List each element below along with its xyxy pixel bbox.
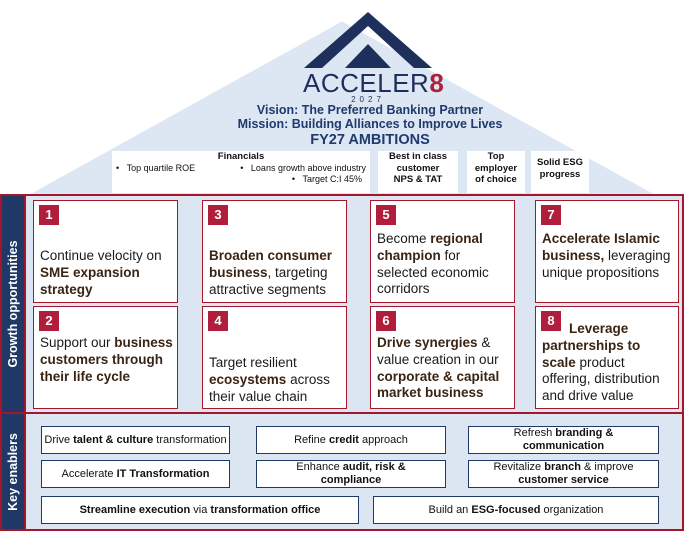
enablers-sidebar: Key enablers (0, 412, 26, 531)
logo-mark-icon (304, 12, 432, 68)
card-text: Support our business customers through t… (40, 335, 173, 384)
card-number: 7 (541, 205, 561, 225)
card-number: 3 (208, 205, 228, 225)
financials-item: • Target C:I 45% (291, 174, 362, 184)
growth-card: 1 Continue velocity on SME expansion str… (33, 200, 178, 303)
card-number: 4 (208, 311, 228, 331)
growth-sidebar: Growth opportunities (0, 194, 26, 414)
mission-text: Mission: Building Alliances to Improve L… (237, 117, 503, 131)
ambitions-title: FY27 AMBITIONS (310, 132, 430, 148)
card-text: Broaden consumer business, targeting att… (209, 248, 333, 297)
vision-mission: Vision: The Preferred Banking Partner Mi… (150, 103, 590, 131)
vision-text: Vision: The Preferred Banking Partner (256, 103, 484, 117)
enabler-box: Streamline execution via transformation … (41, 496, 359, 524)
enabler-box: Build an ESG-focused organization (373, 496, 659, 524)
enabler-box: Drive talent & culture transformation (41, 426, 230, 454)
growth-card: 6 Drive synergies & value creation in ou… (370, 306, 515, 409)
logo-year: 2027 (351, 95, 385, 104)
growth-card: 8 Leverage partnerships to scale product… (535, 306, 679, 409)
growth-card: 5 Become regional champion for selected … (370, 200, 515, 303)
card-text: Drive synergies & value creation in our … (377, 335, 500, 401)
growth-label: Growth opportunities (6, 240, 20, 368)
enabler-box: Accelerate IT Transformation (41, 460, 230, 488)
financials-item: • Loans growth above industry (240, 162, 366, 173)
growth-card: 4 Target resilient ecosystems across the… (202, 306, 347, 409)
enabler-box: Enhance audit, risk & compliance (256, 460, 446, 488)
ambition-financials: Financials • Top quartile ROE • Loans gr… (112, 151, 370, 193)
growth-card: 2 Support our business customers through… (33, 306, 178, 409)
logo-wordmark: ACCELER8 (303, 68, 445, 98)
growth-card: 3 Broaden consumer business, targeting a… (202, 200, 347, 303)
card-number: 1 (39, 205, 59, 225)
financials-item: • Top quartile ROE (116, 162, 196, 173)
enabler-box: Refresh branding & communication (468, 426, 659, 454)
card-text: Target resilient ecosystems across their… (209, 355, 330, 404)
enabler-box: Refine credit approach (256, 426, 446, 454)
enablers-label: Key enablers (6, 432, 20, 511)
card-text: Continue velocity on SME expansion strat… (40, 248, 162, 297)
financials-title: Financials (217, 151, 265, 162)
card-text: Leverage partnerships to scale product o… (542, 321, 660, 404)
card-text: Become regional champion for selected ec… (377, 231, 489, 297)
card-number: 8 (541, 311, 561, 331)
growth-card: 7 Accelerate Islamic business, leveragin… (535, 200, 679, 303)
card-number: 5 (376, 205, 396, 225)
card-number: 6 (376, 311, 396, 331)
card-text: Accelerate Islamic business, leveraging … (542, 231, 671, 280)
enabler-box: Revitalize branch & improve customer ser… (468, 460, 659, 488)
card-number: 2 (39, 311, 59, 331)
